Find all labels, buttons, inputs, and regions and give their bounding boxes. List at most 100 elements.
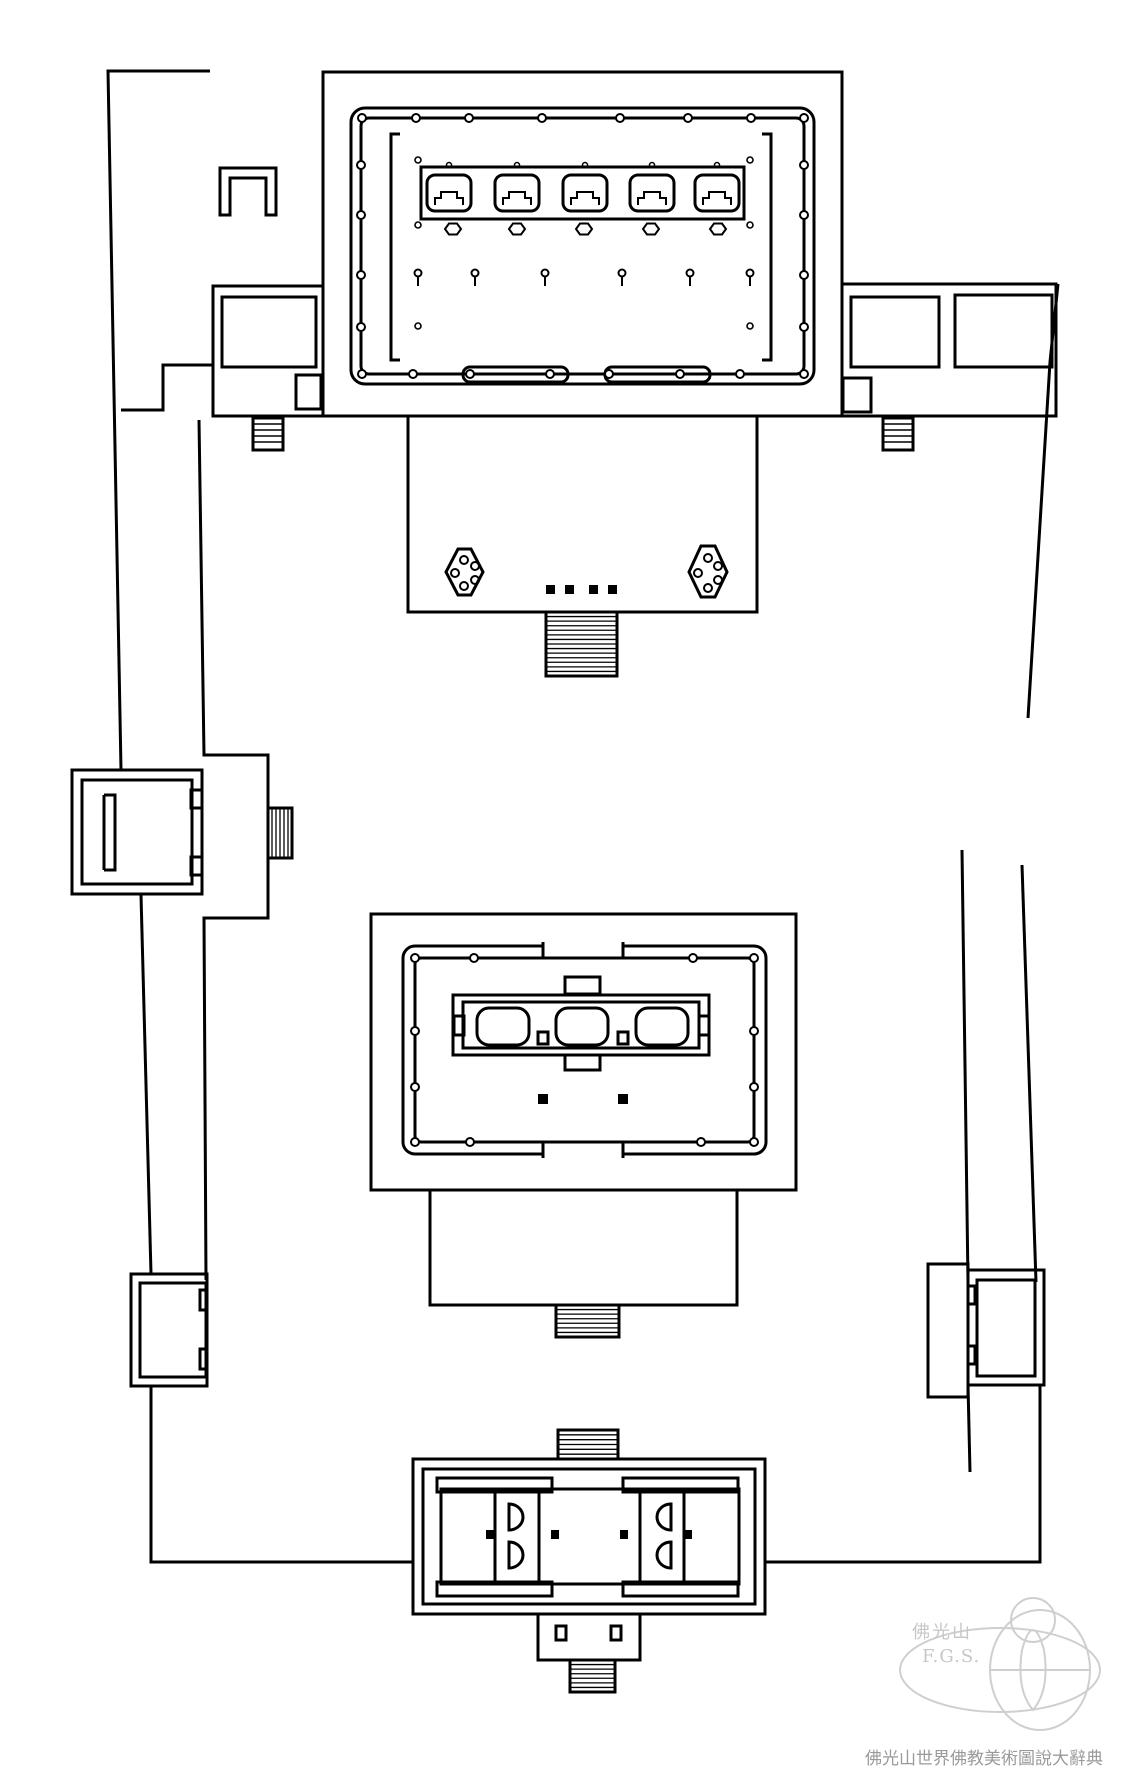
statue-base: [637, 191, 667, 205]
hex-stand: [507, 222, 527, 236]
candle: [581, 161, 589, 169]
west-wall-upper: [106, 69, 210, 771]
lamp: [540, 268, 550, 278]
column: [357, 113, 367, 123]
column: [615, 113, 625, 123]
column: [604, 369, 614, 379]
lamp-stands: [413, 156, 755, 330]
lamp: [746, 156, 754, 164]
east-wall-stub: [966, 1384, 972, 1473]
column: [411, 113, 421, 123]
west-tower: [129, 1272, 209, 1388]
column: [799, 369, 809, 379]
column: [537, 113, 547, 123]
west-pavilion: [70, 768, 294, 896]
column: [749, 1137, 759, 1147]
hall-platform: [321, 70, 844, 418]
lamp: [746, 221, 754, 229]
column: [799, 210, 809, 220]
statue-base: [502, 191, 532, 205]
side-door-left: [294, 373, 323, 411]
west-wall-mid: [139, 894, 153, 1275]
column: [410, 1082, 420, 1092]
middle-hall: [369, 912, 798, 1339]
watermark-caption: 佛光山世界佛教美術圖說大辭典: [865, 1749, 1103, 1769]
hall-wall-outer: [349, 106, 816, 386]
candle: [713, 161, 721, 169]
column: [799, 113, 809, 123]
candle: [648, 161, 656, 169]
lamp: [685, 268, 695, 278]
porch-posts: [546, 585, 617, 594]
column: [683, 113, 693, 123]
gate-steps-north: [556, 1428, 620, 1461]
stair: [568, 1658, 617, 1694]
column: [696, 1137, 706, 1147]
fgs-logo-watermark: [899, 1597, 1101, 1731]
column: [799, 322, 809, 332]
column: [356, 322, 366, 332]
hex-stand: [443, 222, 463, 236]
lamp: [414, 156, 422, 164]
gate-steps-south: [568, 1658, 617, 1694]
front-door-left: [461, 365, 570, 384]
column: [465, 369, 475, 379]
statue-niche: [561, 173, 609, 213]
hex-stand: [574, 222, 594, 236]
column: [356, 270, 366, 280]
south-gate: [411, 1428, 767, 1694]
side-steps-left: [251, 416, 285, 452]
column: [469, 953, 479, 963]
statue-niche: [628, 173, 676, 213]
middle-column-markers: [410, 953, 759, 1147]
column: [410, 1026, 420, 1036]
column: [749, 1082, 759, 1092]
hex-stand: [708, 222, 728, 236]
west-pavilion-steps: [266, 806, 294, 860]
column: [410, 953, 420, 963]
lamp: [470, 268, 480, 278]
column-markers: [356, 113, 809, 379]
column: [464, 113, 474, 123]
column: [357, 369, 367, 379]
hall-wall-inner: [359, 116, 806, 376]
column: [746, 113, 756, 123]
statue-niche: [493, 173, 541, 213]
incense-burner-left: [444, 547, 485, 597]
column: [688, 953, 698, 963]
lamp: [414, 322, 422, 330]
altar-bracket-left: [389, 132, 400, 362]
column: [410, 1137, 420, 1147]
middle-hall-steps: [554, 1303, 621, 1339]
east-tower: [926, 1262, 1046, 1399]
lamp: [746, 322, 754, 330]
column: [749, 1026, 759, 1036]
statue-niche: [425, 173, 473, 213]
statue-niche: [693, 173, 741, 213]
column: [545, 369, 555, 379]
incense-burner-right: [687, 544, 729, 599]
column: [735, 369, 745, 379]
column: [799, 160, 809, 170]
statue-base: [434, 191, 464, 205]
inner-west-path: [197, 419, 270, 1281]
column: [465, 1137, 475, 1147]
south-east-wall: [765, 1385, 1042, 1564]
side-platform-left: [211, 284, 325, 418]
lamp: [745, 268, 755, 278]
buddha-statues: [425, 161, 741, 213]
lamp: [617, 268, 627, 278]
column: [799, 270, 809, 280]
column: [408, 369, 418, 379]
hex-stand: [641, 222, 661, 236]
south-west-wall: [149, 1385, 413, 1564]
side-steps-right: [881, 416, 915, 452]
east-wall-mid: [960, 849, 970, 1283]
column: [356, 210, 366, 220]
column: [749, 953, 759, 963]
lamp: [414, 221, 422, 229]
side-room-right-2: [953, 293, 1054, 369]
side-room-left: [220, 295, 318, 369]
main-hall-steps: [544, 610, 619, 678]
